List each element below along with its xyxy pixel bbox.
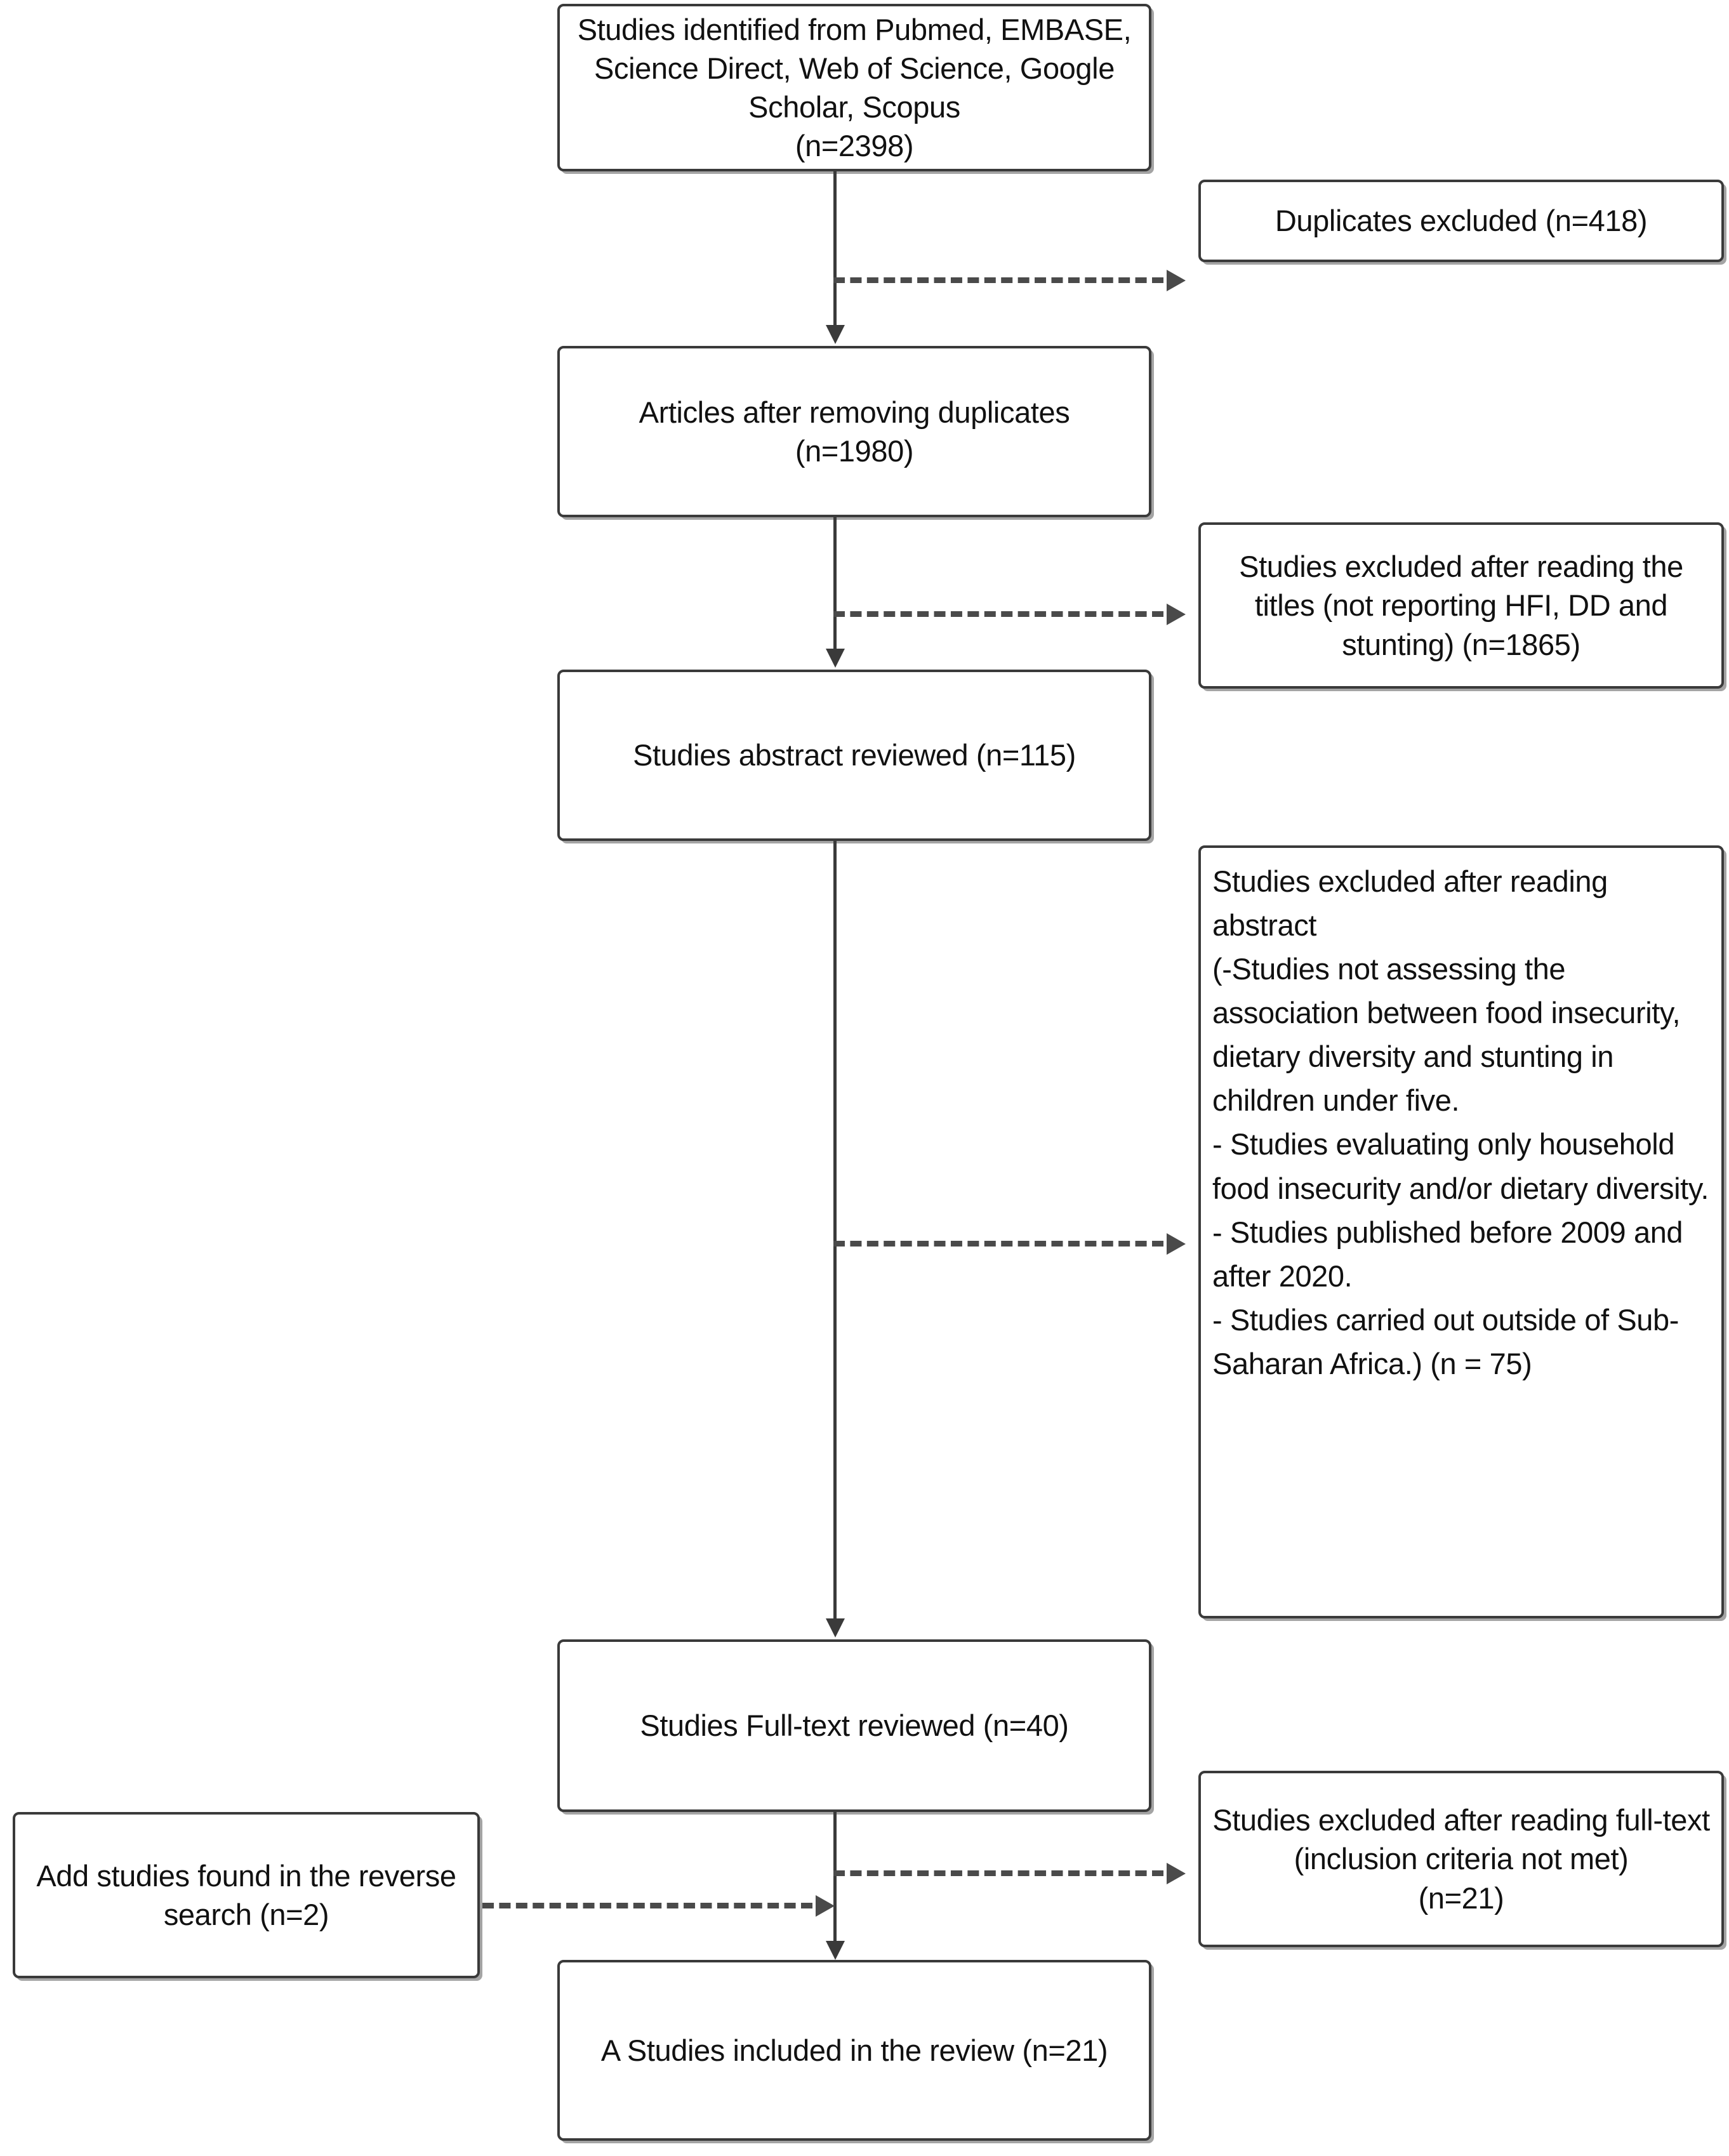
arrowhead-identified-to-afterdup [826,325,845,344]
arrowhead-abstract-to-fulltext [826,1618,845,1637]
node-fulltext-excluded: Studies excluded after reading full-text… [1198,1771,1724,1947]
connector-abstract-to-fulltext [833,841,837,1623]
connector-to-fulltext-excluded [833,1870,1163,1876]
node-duplicates-excluded-label: Duplicates excluded (n=418) [1275,204,1648,238]
connector-fulltext-to-included [833,1812,837,1944]
connector-reverse-search-to-main [482,1903,812,1908]
node-reverse-search-label: Add studies found in the reverse search … [36,1858,456,1931]
arrowhead-fulltext-to-included [826,1941,845,1960]
node-reverse-search: Add studies found in the reverse search … [13,1812,480,1978]
node-duplicates-excluded: Duplicates excluded (n=418) [1198,180,1724,262]
node-studies-identified: Studies identified from Pubmed, EMBASE, … [557,4,1151,171]
node-studies-identified-label: Studies identified from Pubmed, EMBASE, … [577,12,1132,163]
connector-to-titles-excluded [833,611,1163,617]
node-abstract-excluded-label: Studies excluded after reading abstract … [1212,864,1709,1380]
arrowhead-to-fulltext-excluded [1167,1863,1186,1884]
arrowhead-to-titles-excluded [1167,604,1186,625]
node-titles-excluded: Studies excluded after reading the title… [1198,522,1724,689]
node-fulltext-reviewed: Studies Full-text reviewed (n=40) [557,1639,1151,1812]
node-articles-after-duplicates: Articles after removing duplicates (n=19… [557,346,1151,517]
node-studies-included-label: A Studies included in the review (n=21) [600,2033,1108,2067]
arrowhead-afterdup-to-abstract [826,649,845,668]
node-articles-after-duplicates-label: Articles after removing duplicates (n=19… [639,395,1070,468]
node-abstract-excluded: Studies excluded after reading abstract … [1198,845,1724,1618]
arrowhead-reverse-search-to-main [816,1895,835,1917]
arrowhead-to-duplicates-excluded [1167,270,1186,291]
connector-identified-to-afterdup [833,171,837,327]
node-studies-included: A Studies included in the review (n=21) [557,1960,1151,2141]
connector-to-abstract-excluded [833,1241,1163,1247]
connector-to-duplicates-excluded [833,277,1163,283]
node-abstract-reviewed-label: Studies abstract reviewed (n=115) [633,738,1076,772]
node-fulltext-reviewed-label: Studies Full-text reviewed (n=40) [640,1709,1069,1743]
node-titles-excluded-label: Studies excluded after reading the title… [1239,550,1683,661]
node-fulltext-excluded-label: Studies excluded after reading full-text… [1212,1803,1710,1915]
node-abstract-reviewed: Studies abstract reviewed (n=115) [557,670,1151,841]
connector-afterdup-to-abstract [833,517,837,652]
arrowhead-to-abstract-excluded [1167,1233,1186,1255]
